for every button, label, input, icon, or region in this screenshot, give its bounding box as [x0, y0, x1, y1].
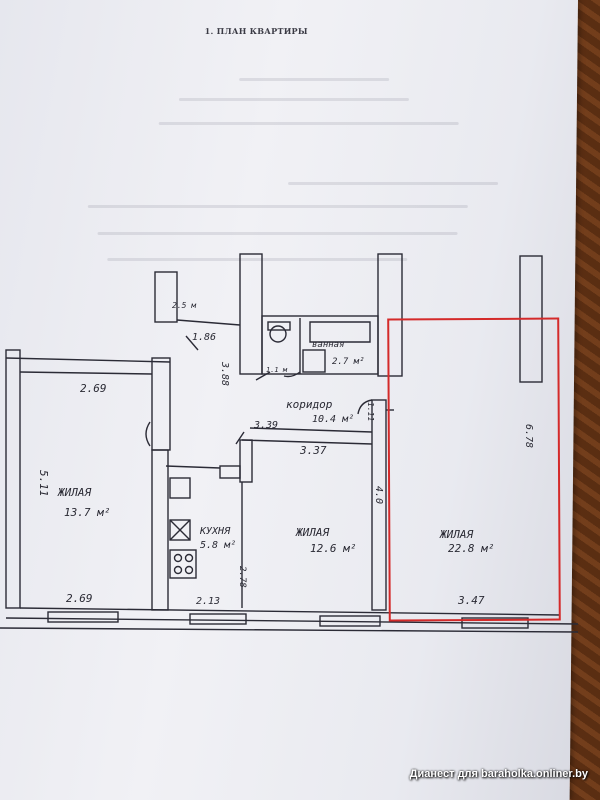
window: [461, 617, 529, 629]
dim-corridor-upper-height: 3.88: [219, 361, 230, 386]
dim-left-top-width: 2.69: [80, 382, 107, 395]
dim-storage-width: 1.86: [192, 332, 216, 343]
dim-left-height: 5.11: [37, 470, 50, 497]
room-right-name: ЖИЛАЯ: [439, 528, 473, 541]
room-left-name: ЖИЛАЯ: [57, 486, 91, 499]
window: [47, 611, 119, 623]
room-corridor-name: коридор: [286, 398, 333, 411]
room-kitchen-name: КУХНЯ: [199, 526, 231, 537]
left-outer-wall: [5, 349, 21, 609]
window: [319, 615, 381, 627]
watermark-text: Дианест для baraholka.onliner.by: [409, 768, 588, 780]
dim-door-height: 1.11: [366, 402, 375, 421]
dim-right-width: 3.47: [457, 594, 485, 607]
room-kitchen-area: 5.8 м²: [200, 540, 236, 551]
room-bath-area: 2.7 м²: [332, 357, 365, 367]
dim-right-height: 6.78: [523, 424, 534, 448]
dim-left-bottom-width: 2.69: [66, 592, 93, 605]
room-right-area: 22.8 м²: [448, 542, 494, 555]
room-left-area: 13.7 м²: [64, 506, 110, 519]
wall-pillar: [239, 253, 263, 375]
room-bath-name: ванная: [312, 340, 345, 350]
wall-pillar: [377, 253, 403, 377]
room-middle-name: ЖИЛАЯ: [295, 526, 329, 539]
dim-kitchen-width: 2.13: [196, 596, 220, 607]
window: [189, 613, 247, 625]
room-corridor-area: 10.4 м²: [312, 414, 354, 425]
room-wc-area: 1.1 м: [266, 366, 288, 374]
wall-segment: [151, 357, 171, 451]
dim-middle-width: 3.37: [299, 444, 327, 457]
dim-middle-height: 4.0: [373, 486, 384, 504]
storage-block: [154, 271, 178, 323]
dim-kitchen-height: 2.78: [237, 566, 247, 588]
storage-area: 2.5 м: [172, 301, 197, 310]
highlighted-room-outline: [387, 317, 561, 622]
room-middle-area: 12.6 м²: [310, 542, 356, 555]
dim-corridor-width: 3.39: [253, 420, 278, 431]
